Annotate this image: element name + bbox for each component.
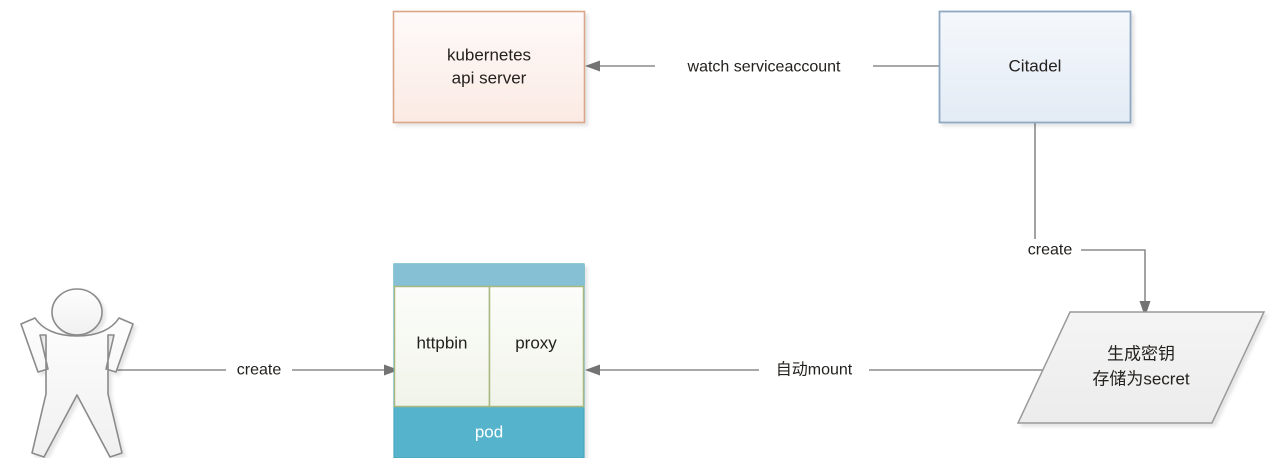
edge-create-secret-line bbox=[1034, 123, 1146, 304]
kubernetes-api-server-label-line2: api server bbox=[452, 68, 527, 87]
edge-auto-mount-label-bg bbox=[759, 358, 869, 382]
kubernetes-api-server-node[interactable] bbox=[392, 10, 586, 124]
edge-watch-serviceaccount-label: watch serviceaccount bbox=[687, 59, 842, 76]
httpbin-box[interactable] bbox=[393, 285, 491, 408]
kubernetes-api-server-box[interactable] bbox=[392, 10, 586, 124]
edge-watch-serviceaccount-arrowhead bbox=[585, 60, 600, 72]
edge-create-secret: create bbox=[1019, 123, 1151, 317]
httpbin-label: httpbin bbox=[416, 333, 467, 352]
secret-parallelogram-node[interactable] bbox=[1016, 311, 1266, 424]
proxy-box[interactable] bbox=[488, 285, 585, 408]
actor-head bbox=[51, 288, 103, 336]
kubernetes-api-server-label-line1: kubernetes bbox=[447, 45, 531, 64]
secret-label-line1: 生成密钥 bbox=[1107, 344, 1175, 363]
edge-watch-serviceaccount-label-bg bbox=[655, 55, 873, 78]
edge-auto-mount: 自动mount bbox=[585, 358, 1046, 382]
edge-create-secret-label-bg bbox=[1019, 239, 1081, 261]
edge-auto-mount-arrowhead bbox=[585, 364, 600, 376]
edge-create-secret-label: create bbox=[1028, 242, 1073, 259]
actor-body bbox=[20, 317, 134, 458]
proxy-label: proxy bbox=[515, 333, 557, 352]
httpbin-container-node[interactable] bbox=[393, 285, 491, 408]
edge-create-pod-label-bg bbox=[226, 359, 292, 381]
edge-create-secret-arrowhead bbox=[1139, 301, 1151, 317]
edge-create-pod: create bbox=[117, 359, 399, 381]
citadel-node[interactable] bbox=[938, 10, 1132, 124]
actor-node[interactable] bbox=[20, 288, 134, 458]
pod-label: pod bbox=[475, 422, 503, 441]
pod-header-band bbox=[394, 264, 584, 286]
proxy-container-node[interactable] bbox=[488, 285, 585, 408]
secret-shape[interactable] bbox=[1016, 311, 1266, 424]
citadel-box[interactable] bbox=[938, 10, 1132, 124]
secret-label-line2: 存储为secret bbox=[1092, 369, 1190, 388]
edge-watch-serviceaccount: watch serviceaccount bbox=[585, 55, 939, 78]
edge-create-pod-arrowhead bbox=[384, 364, 399, 376]
edge-create-pod-label: create bbox=[237, 362, 282, 379]
edge-auto-mount-label: 自动mount bbox=[776, 361, 853, 379]
citadel-label: Citadel bbox=[1009, 56, 1062, 75]
